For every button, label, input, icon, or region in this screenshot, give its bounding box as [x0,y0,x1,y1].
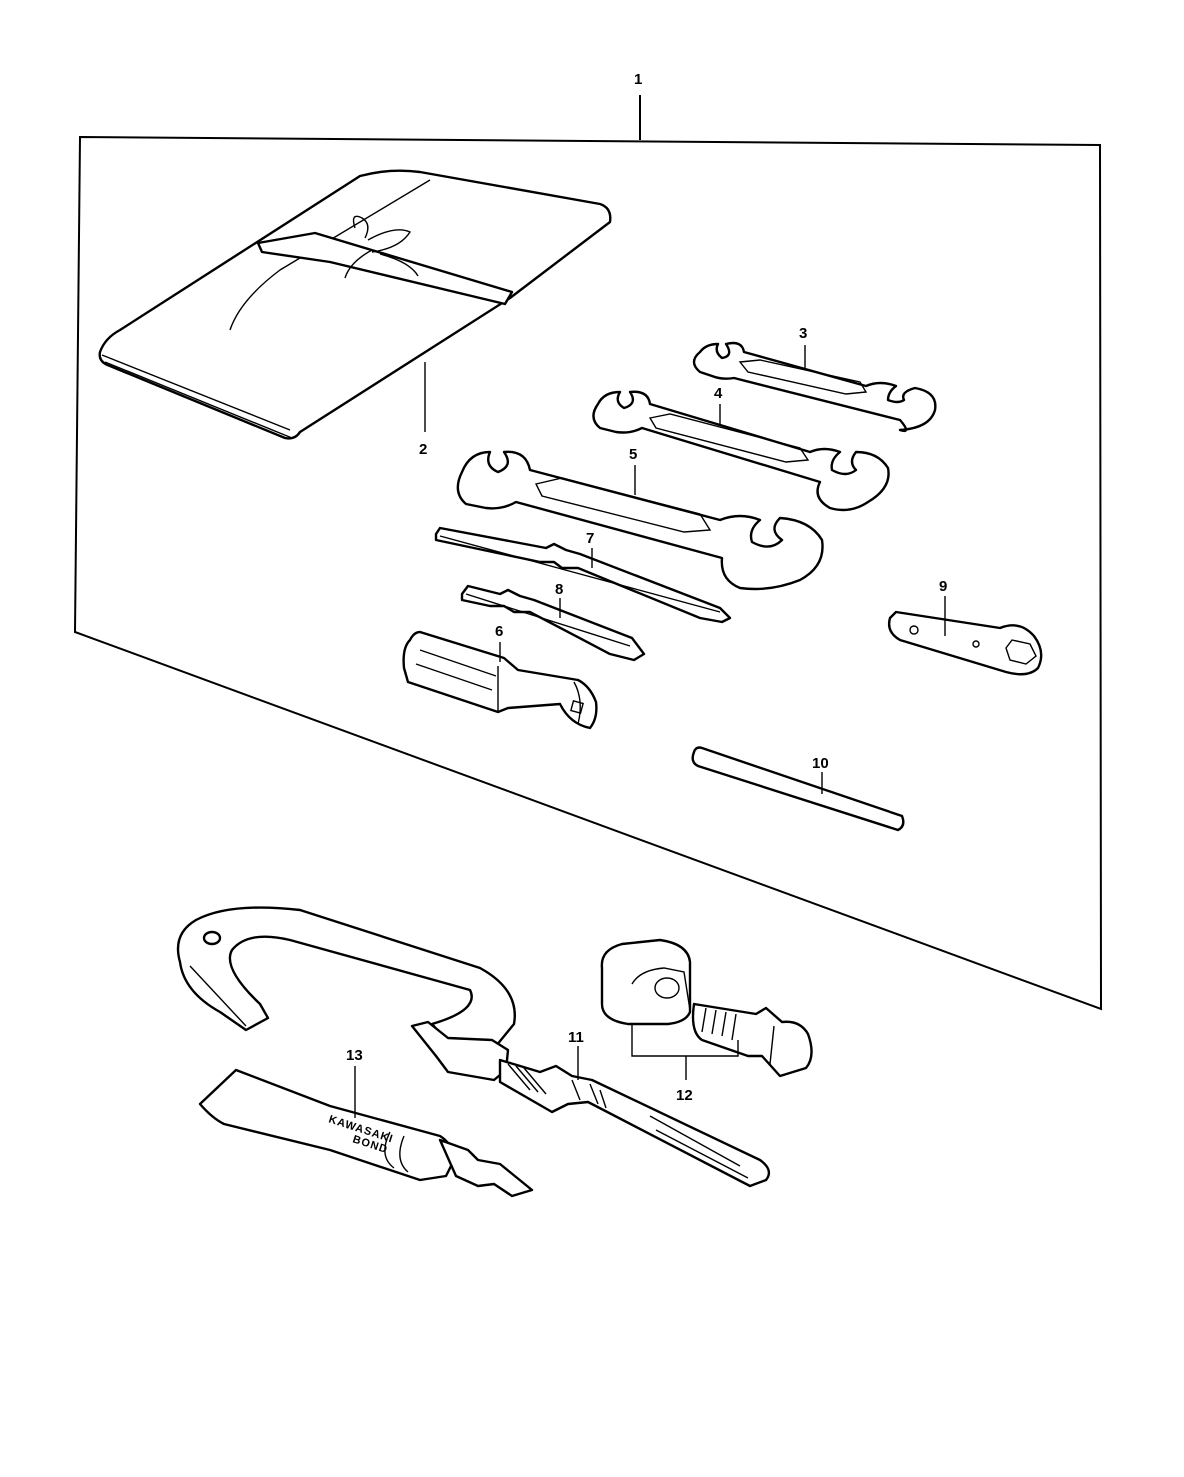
wrench-small [692,341,937,433]
callout-1: 1 [634,71,642,88]
adapter-and-bolt [600,938,813,1078]
tommy-bar [691,746,905,832]
callout-6: 6 [495,623,503,640]
callout-12: 12 [676,1087,693,1104]
callout-3: 3 [799,325,807,342]
tool-bag [98,169,612,440]
wrench-large [456,450,824,591]
callout-10: 10 [812,755,829,772]
callout-9: 9 [939,578,947,595]
screwdriver-bit-short [460,584,646,662]
bearing-puller [176,906,771,1188]
callout-2: 2 [419,441,427,458]
box-spanner [887,610,1043,676]
bond-tube [198,1068,534,1198]
callout-13: 13 [346,1047,363,1064]
screwdriver-bit-long [434,526,732,624]
callout-5: 5 [629,446,637,463]
screwdriver-handle [402,630,598,730]
callout-7: 7 [586,530,594,547]
callout-8: 8 [555,581,563,598]
kit-panel-outline [73,95,1103,1011]
wrench-medium [592,390,890,512]
callout-11: 11 [568,1029,584,1046]
callout-4: 4 [714,385,723,402]
